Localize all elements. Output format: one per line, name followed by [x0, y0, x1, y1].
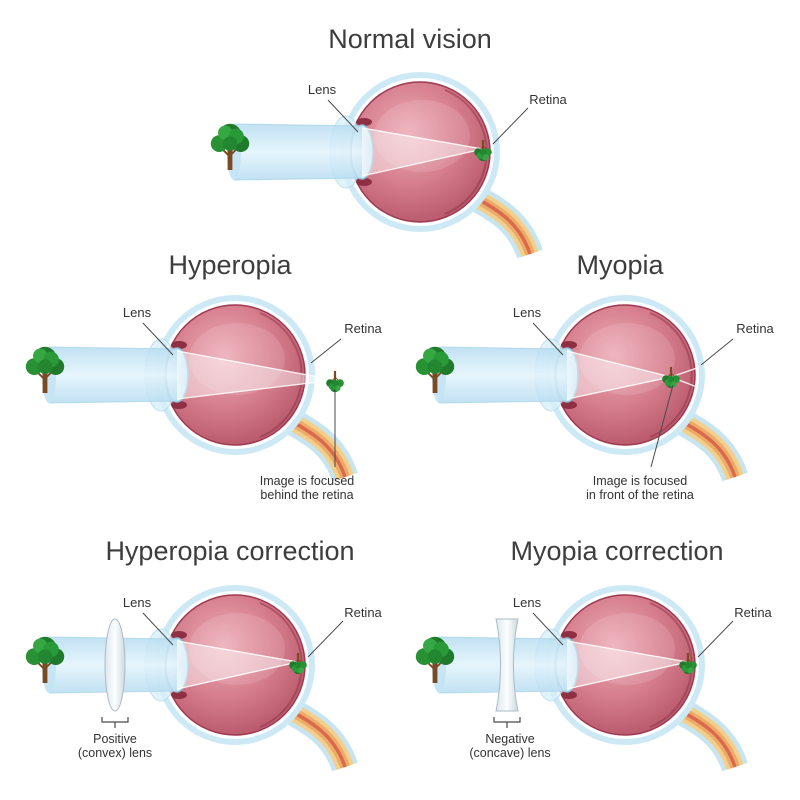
- light-rays: [176, 350, 336, 400]
- focus-caption: Image is focused in front of the retina: [586, 384, 694, 502]
- lens-label: Lens: [513, 595, 564, 646]
- retina-leader-line: [307, 620, 344, 658]
- caption-text-line2: (convex) lens: [78, 746, 152, 760]
- retina-label-text: Retina: [736, 321, 774, 336]
- light-rays: [361, 127, 484, 177]
- lens-label-text: Lens: [513, 595, 542, 610]
- light-rays: [566, 640, 689, 690]
- caption-leader-line: [650, 384, 674, 468]
- retina-label: Retina: [492, 92, 568, 145]
- lens-label-text: Lens: [308, 82, 337, 97]
- lens-leader-line: [532, 612, 564, 646]
- panel-myopia: Lens Retina Image is focused in front of…: [414, 295, 775, 502]
- lens-label-text: Lens: [123, 595, 152, 610]
- focus-caption: Image is focused behind the retina: [260, 389, 355, 502]
- caption-text-line1: Image is focused: [260, 474, 355, 488]
- lens-leader-line: [142, 612, 174, 646]
- focused-light-cone: [567, 351, 671, 399]
- lens-leader-line: [142, 322, 174, 356]
- caption-text-line1: Positive: [93, 732, 137, 746]
- panel-title-myopia: Myopia: [576, 250, 664, 280]
- caption-text-line2: behind the retina: [260, 488, 353, 502]
- lens-bracket: [493, 717, 521, 728]
- light-beam: [431, 346, 568, 404]
- retina-leader-line: [697, 620, 734, 658]
- retina-label-text: Retina: [734, 605, 772, 620]
- retina-label: Retina: [310, 321, 383, 364]
- retina-label: Retina: [697, 605, 773, 658]
- focused-light-cone: [362, 128, 483, 176]
- retina-label-text: Retina: [344, 321, 382, 336]
- focused-light-cone: [177, 351, 335, 399]
- corrective-lens-convex: [104, 618, 126, 712]
- corrective-lens-concave: [495, 618, 519, 712]
- retina-label: Retina: [307, 605, 383, 658]
- retina-label-text: Retina: [344, 605, 382, 620]
- retina-label: Retina: [700, 321, 775, 366]
- focused-light-cone: [567, 641, 688, 689]
- retina-leader-line: [310, 338, 342, 364]
- lens-leader-line: [327, 99, 359, 133]
- panel-hyperopia-correction: Lens Retina Positive (convex) lens: [24, 585, 383, 767]
- inverted-tree-image-icon: [325, 370, 345, 393]
- lens-label: Lens: [308, 82, 359, 133]
- retina-leader-line: [700, 338, 734, 366]
- lens-leader-line: [532, 322, 564, 356]
- caption-text-line1: Image is focused: [593, 474, 688, 488]
- panel-title-normal-vision: Normal vision: [328, 24, 492, 54]
- panel-title-hyperopia: Hyperopia: [168, 250, 292, 280]
- retina-label-text: Retina: [529, 92, 567, 107]
- light-rays: [566, 350, 698, 400]
- caption-text-line2: in front of the retina: [586, 488, 694, 502]
- lens-bracket: [101, 717, 129, 728]
- caption-text-line2: (concave) lens: [469, 746, 550, 760]
- lens-label-text: Lens: [123, 305, 152, 320]
- caption-text-line1: Negative: [485, 732, 534, 746]
- panel-hyperopia: Lens Retina Image is focused behind the …: [24, 295, 383, 502]
- corrective-lens-caption: Positive (convex) lens: [78, 717, 152, 760]
- corrective-lens-caption: Negative (concave) lens: [469, 717, 551, 760]
- lens-label: Lens: [513, 305, 564, 356]
- focused-light-cone: [177, 641, 298, 689]
- light-rays: [176, 640, 299, 690]
- lens-label: Lens: [123, 595, 174, 646]
- panel-myopia-correction: Lens Retina Negative (concave) lens: [414, 585, 773, 767]
- lens-label-text: Lens: [513, 305, 542, 320]
- lens-label: Lens: [123, 305, 174, 356]
- panel-title-myopia-correction: Myopia correction: [510, 536, 723, 566]
- light-beam: [226, 123, 363, 181]
- panel-title-hyperopia-correction: Hyperopia correction: [105, 536, 354, 566]
- light-beam: [41, 346, 178, 404]
- panel-normal-vision: Lens Retina: [209, 72, 568, 254]
- retina-leader-line: [492, 107, 529, 145]
